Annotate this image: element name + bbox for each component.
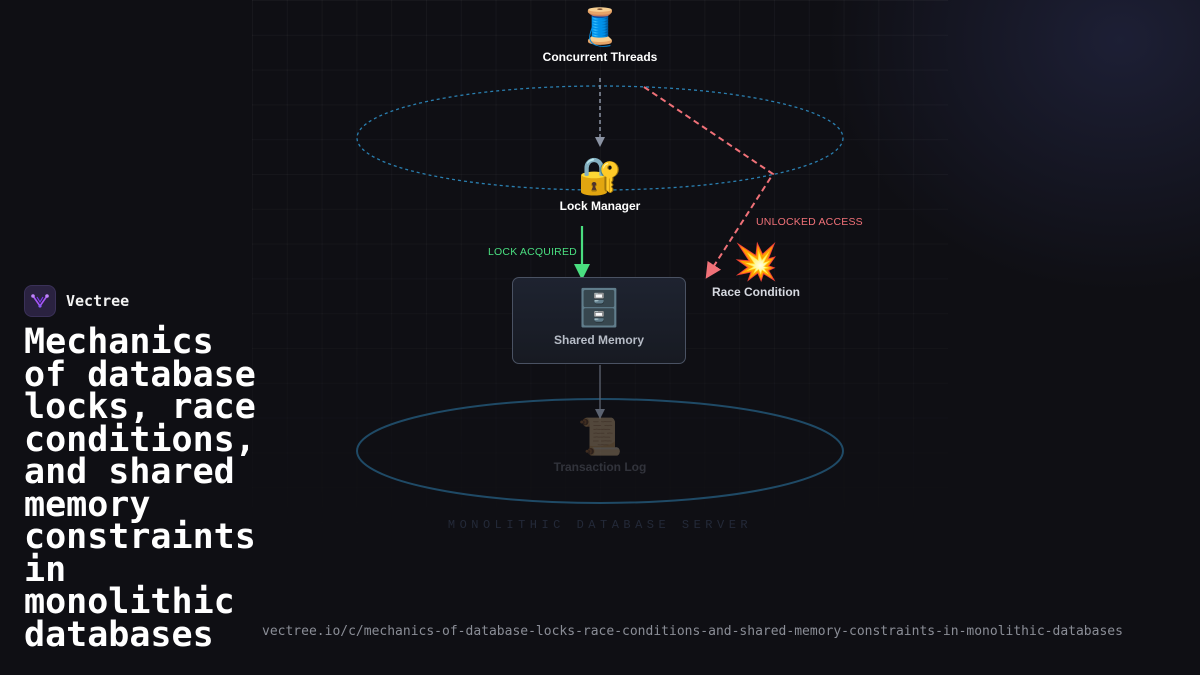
thread-spool-icon: 🧵 bbox=[577, 6, 623, 47]
edge-label-lock-acquired: LOCK ACQUIRED bbox=[488, 246, 577, 258]
node-label: Concurrent Threads bbox=[542, 50, 658, 64]
node-label: Lock Manager bbox=[559, 199, 641, 213]
page-url[interactable]: vectree.io/c/mechanics-of-database-locks… bbox=[262, 624, 1123, 639]
node-transaction-log: 📜 Transaction Log bbox=[520, 416, 680, 474]
file-cabinet-icon: 🗄️ bbox=[576, 287, 622, 328]
node-label: Transaction Log bbox=[553, 460, 647, 474]
edge-unlocked-access bbox=[643, 86, 775, 279]
node-label: Shared Memory bbox=[553, 333, 645, 347]
node-race-condition: 💥 Race Condition bbox=[690, 241, 822, 299]
brand[interactable]: Vectree bbox=[24, 285, 129, 317]
lock-key-icon: 🔐 bbox=[577, 155, 623, 196]
page-title: Mechanics of database locks, race condit… bbox=[24, 322, 256, 655]
edge-label-unlocked-access: UNLOCKED ACCESS bbox=[756, 216, 863, 228]
collision-icon: 💥 bbox=[733, 241, 779, 282]
node-label: Race Condition bbox=[711, 285, 800, 299]
node-lock-manager: 🔐 Lock Manager bbox=[520, 155, 680, 213]
brand-name: Vectree bbox=[66, 292, 130, 310]
scroll-icon: 📜 bbox=[577, 416, 623, 457]
node-shared-memory: 🗄️ Shared Memory bbox=[512, 277, 686, 364]
container-label: MONOLITHIC DATABASE SERVER bbox=[447, 518, 753, 532]
vectree-logo-icon bbox=[24, 285, 56, 317]
node-concurrent-threads: 🧵 Concurrent Threads bbox=[520, 6, 680, 64]
